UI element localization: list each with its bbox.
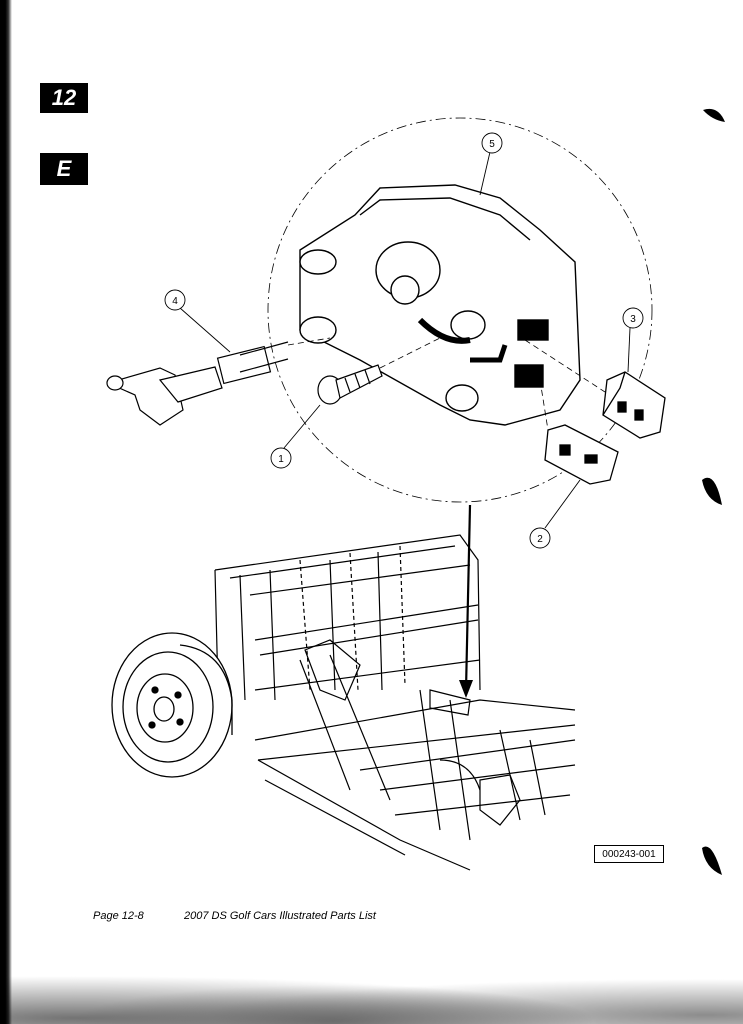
scan-page-edge: [0, 0, 12, 1024]
detail-circle: [267, 117, 653, 503]
part-1-screw: [317, 364, 383, 405]
svg-text:4: 4: [172, 296, 178, 307]
scan-bottom-noise: [0, 964, 743, 1024]
svg-text:1: 1: [278, 454, 284, 465]
svg-text:3: 3: [630, 314, 636, 325]
section-letter: E: [56, 156, 72, 181]
chapter-tab: 12: [40, 83, 88, 113]
figure-code: 000243-001: [594, 845, 664, 863]
footer-document-title: 2007 DS Golf Cars Illustrated Parts List: [184, 910, 376, 922]
part-4-key-cylinder: [106, 341, 289, 426]
scan-margin-marks: [702, 108, 725, 875]
footer-page-number: Page 12-8: [93, 910, 144, 922]
callout-1: 1: [270, 447, 292, 469]
chapter-number: 12: [51, 85, 77, 110]
part-2-connector: [544, 424, 619, 485]
front-wheel: [111, 632, 233, 778]
assembly-lines: [287, 337, 606, 431]
part-5-housing: [299, 184, 581, 426]
callout-5: 5: [481, 132, 503, 154]
part-3-connector: [602, 371, 666, 439]
section-tab: E: [40, 153, 88, 185]
figure-code-text: 000243-001: [602, 848, 656, 860]
leader-lines: [179, 151, 631, 529]
golf-car-frame: [214, 534, 576, 871]
svg-text:5: 5: [489, 139, 495, 150]
callout-2: 2: [529, 527, 551, 549]
svg-text:2: 2: [537, 534, 543, 545]
callout-3: 3: [622, 307, 644, 329]
location-arrow: [459, 504, 473, 698]
callout-4: 4: [164, 289, 186, 311]
